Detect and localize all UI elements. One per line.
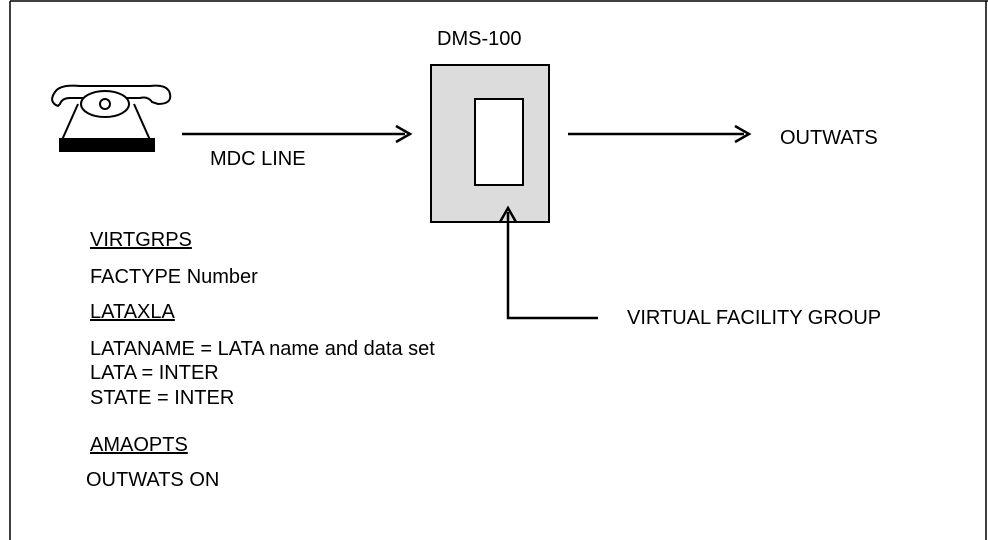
mdc-line-label: MDC LINE — [210, 148, 306, 170]
table-line: LATANAME = LATA name and data set — [90, 338, 435, 360]
table-name-lataxla: LATAXLA — [90, 301, 175, 323]
outwats-trunk-label: OUTWATS — [780, 127, 878, 149]
table-name-virtgrps: VIRTGRPS — [90, 229, 192, 251]
outwats-arrow — [568, 124, 752, 144]
vfg-pointer-arrow — [498, 205, 598, 320]
mdc-line-arrow — [182, 124, 413, 144]
table-line: STATE = INTER — [90, 387, 235, 409]
table-line: OUTWATS ON — [86, 469, 220, 491]
frame-border — [9, 0, 988, 540]
table-line: LATA = INTER — [90, 362, 219, 384]
vfg-label: VIRTUAL FACILITY GROUP — [627, 307, 882, 329]
virtual-facility-box — [474, 98, 524, 186]
switch-label: DMS-100 — [437, 28, 522, 50]
table-line: FACTYPE Number — [90, 266, 258, 288]
table-name-amaopts: AMAOPTS — [90, 434, 188, 456]
telephone-icon — [51, 84, 172, 152]
